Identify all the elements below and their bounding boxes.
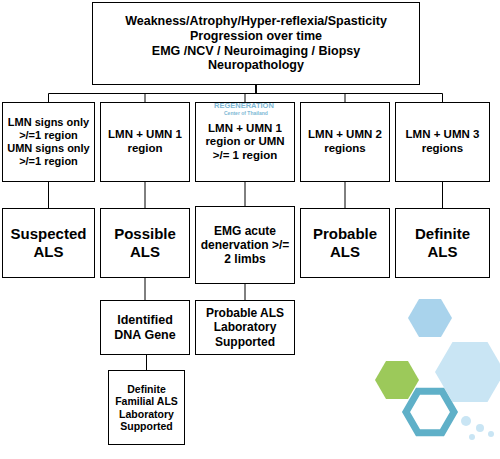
criteria-box: Weakness/Atrophy/Hyper-reflexia/Spastici… xyxy=(92,2,420,85)
connector-line xyxy=(146,355,147,370)
decor-dot xyxy=(461,416,471,426)
box-text: LMN + UMN 3 regions xyxy=(399,128,486,155)
connector-line xyxy=(145,85,256,102)
connector-line xyxy=(245,85,256,102)
hexagon-shape xyxy=(408,299,452,337)
hexagon-shape xyxy=(375,361,419,399)
box-text: Possible ALS xyxy=(104,225,186,260)
box-text: LMN + UMN 2 regions xyxy=(304,128,386,155)
connector-line xyxy=(49,85,257,102)
process-box: Possible ALS xyxy=(100,208,190,278)
watermark-text: Center of Thailand xyxy=(224,110,268,116)
process-box: Definite ALS xyxy=(395,208,490,278)
box-text: Weakness/Atrophy/Hyper-reflexia/Spastici… xyxy=(125,14,387,29)
connector-line xyxy=(345,182,346,208)
connector-line xyxy=(48,182,49,208)
hexagon-decoration xyxy=(375,299,500,440)
connector-line xyxy=(145,278,146,300)
connector-line xyxy=(245,284,246,300)
box-text: Identified DNA Gene xyxy=(104,313,186,343)
decor-dot xyxy=(469,434,475,440)
process-box: LMN + UMN 2 regions xyxy=(300,102,390,182)
process-box: EMG acute denervation >/= 2 limbs xyxy=(195,206,295,284)
connector-line xyxy=(256,85,443,102)
process-box: LMN + UMN 3 regions xyxy=(395,102,490,182)
box-text: LMN + UMN 1 region xyxy=(104,128,186,155)
process-box: Definite Familial ALS Laboratory Support… xyxy=(108,370,185,445)
process-box: Suspected ALS xyxy=(2,208,95,278)
box-text: Neuropathology xyxy=(208,58,304,73)
watermark-text: REGENERATION xyxy=(214,101,274,110)
decor-dot xyxy=(476,424,484,432)
box-text: EMG acute denervation >/= 2 limbs xyxy=(199,224,291,266)
box-text: EMG /NCV / Neuroimaging / Biopsy xyxy=(152,44,360,59)
connector-line xyxy=(442,182,443,208)
box-text: Progression over time xyxy=(190,29,322,44)
box-text: Definite ALS xyxy=(399,225,486,260)
box-text: LMN signs only >/=1 region xyxy=(6,116,91,142)
hexagon-outline xyxy=(406,391,454,433)
process-box: LMN signs only >/=1 regionUMN signs only… xyxy=(2,102,95,182)
box-text: Probable ALS xyxy=(304,225,386,260)
process-box: Probable ALS Laboratory Supported xyxy=(195,300,295,355)
box-text: Definite Familial ALS Laboratory Support… xyxy=(112,383,181,433)
box-text: UMN signs only >/=1 region xyxy=(6,142,91,168)
box-text: Probable ALS Laboratory Supported xyxy=(199,306,291,348)
decor-dot xyxy=(488,431,494,437)
process-box: LMN + UMN 1 region xyxy=(100,102,190,182)
process-box: Identified DNA Gene xyxy=(100,300,190,355)
box-text: Suspected ALS xyxy=(6,225,91,260)
box-text: LMN + UMN 1 region or UMN >/= 1 region xyxy=(199,122,291,163)
process-box: Probable ALS xyxy=(300,208,390,278)
connector-line xyxy=(245,182,246,206)
connector-line xyxy=(145,182,146,208)
